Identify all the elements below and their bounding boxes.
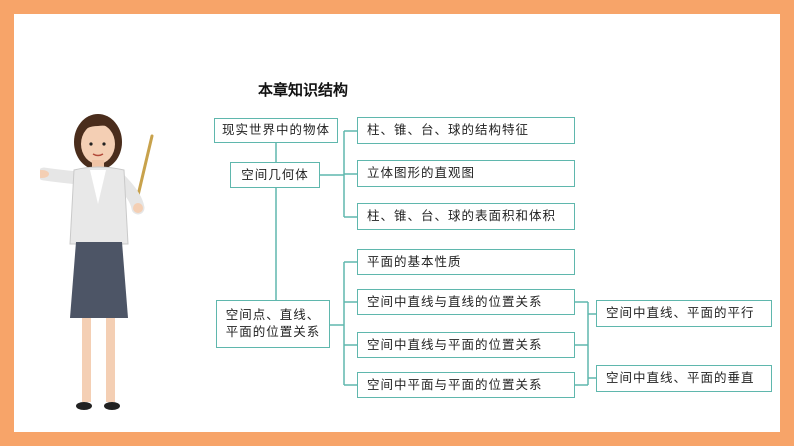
node-plane-plane: 空间中平面与平面的位置关系 — [357, 372, 575, 398]
node-point-line-plane: 空间点、直线、平面的位置关系 — [216, 300, 330, 348]
teacher-illustration — [40, 114, 154, 410]
node-real-world-objects: 现实世界中的物体 — [214, 118, 338, 143]
node-structure-features: 柱、锥、台、球的结构特征 — [357, 117, 575, 144]
node-surface-volume: 柱、锥、台、球的表面积和体积 — [357, 203, 575, 230]
node-line-line: 空间中直线与直线的位置关系 — [357, 289, 575, 315]
node-parallel: 空间中直线、平面的平行 — [596, 300, 772, 327]
node-space-geometry: 空间几何体 — [230, 162, 320, 188]
node-intuitive-drawing: 立体图形的直观图 — [357, 160, 575, 187]
diagram-title: 本章知识结构 — [258, 81, 349, 99]
node-perpendicular: 空间中直线、平面的垂直 — [596, 365, 772, 392]
node-plane-properties: 平面的基本性质 — [357, 249, 575, 275]
node-line-plane: 空间中直线与平面的位置关系 — [357, 332, 575, 358]
